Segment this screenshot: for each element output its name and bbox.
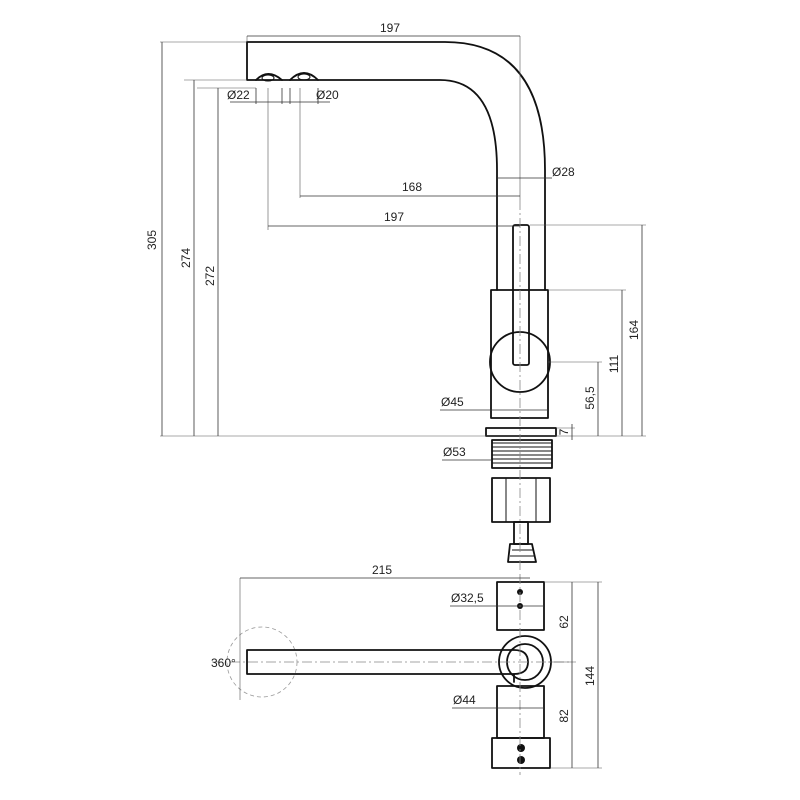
dim-height-305: 305 — [145, 230, 159, 250]
dim-dia-32-5: Ø32,5 — [451, 591, 484, 605]
dim-depth-62: 62 — [557, 615, 571, 629]
dim-thread-dia: Ø53 — [443, 445, 466, 459]
connection-hose — [507, 521, 537, 563]
dim-height-56-5: 56,5 — [583, 386, 597, 410]
outlet-nozzles — [255, 72, 319, 82]
dim-height-272: 272 — [203, 266, 217, 286]
dim-rotation: 360° — [211, 656, 236, 670]
dim-dia-44: Ø44 — [453, 693, 476, 707]
dim-reach-197: 197 — [384, 210, 404, 224]
dim-height-111: 111 — [607, 355, 621, 374]
mounting-nut — [491, 477, 551, 523]
dim-pipe-dia: Ø28 — [552, 165, 575, 179]
dim-outlet-dia-b: Ø20 — [316, 88, 339, 102]
dim-length-215: 215 — [372, 563, 392, 577]
body-top-lower — [496, 685, 545, 739]
spout-top-view — [246, 649, 529, 683]
base-flange — [485, 427, 557, 437]
spout-inner — [246, 41, 498, 291]
bottom-collar — [491, 737, 551, 769]
faucet-body — [490, 289, 549, 419]
dim-body-dia: Ø45 — [441, 395, 464, 409]
side-view: 197 Ø22 Ø20 Ø28 168 197 305 274 272 164 … — [145, 21, 646, 570]
dim-reach-168: 168 — [402, 180, 422, 194]
dim-spout-length-top: 197 — [380, 21, 400, 35]
dim-height-164: 164 — [627, 320, 641, 340]
dim-depth-82: 82 — [557, 709, 571, 723]
dim-height-274: 274 — [179, 248, 193, 268]
dim-depth-144: 144 — [583, 666, 597, 686]
lever — [512, 224, 530, 366]
top-view: 215 360° Ø32,5 Ø44 62 82 144 — [211, 563, 602, 775]
threaded-shank — [491, 439, 553, 469]
dim-height-7: 7 — [557, 428, 571, 435]
dim-outlet-dia-a: Ø22 — [227, 88, 250, 102]
